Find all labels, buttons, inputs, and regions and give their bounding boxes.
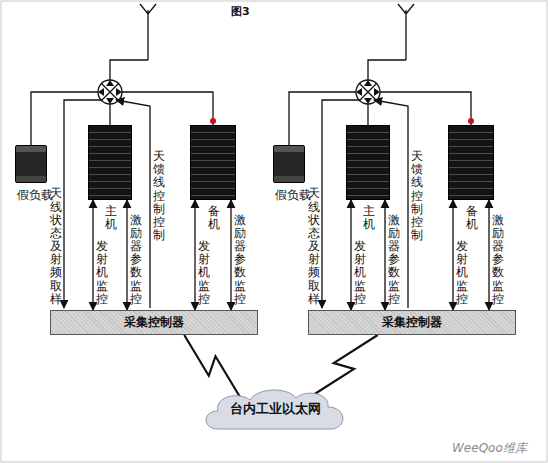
signal-label: 激励器参数监控: [234, 214, 246, 306]
signal-label: 发射机监控: [198, 240, 210, 306]
signal-arrow: [384, 200, 385, 310]
signal-label: 天馈线控制控制: [153, 150, 165, 242]
main-rf-wire: [109, 104, 110, 125]
signal-arrow: [488, 200, 489, 310]
dummy-load: 假负载: [273, 145, 305, 183]
acquisition-controller: 采集控制器: [50, 310, 258, 335]
transmitter-rack: 备机: [190, 125, 236, 200]
rack-label: 主机: [105, 205, 117, 231]
signal-label: 天线状态及射频取样: [50, 187, 62, 306]
signal-arrow: [92, 200, 93, 310]
antenna-feed-wire: [110, 60, 148, 80]
signal-label: 激励器参数监控: [492, 214, 504, 306]
antenna-symbol: [140, 4, 156, 60]
rack-label: 主机: [363, 205, 375, 231]
network-link: [184, 335, 240, 397]
node-label: 台内工业以太网: [230, 400, 321, 418]
rack-label: 备机: [466, 205, 478, 231]
signal-arrow: [452, 200, 453, 310]
signal-arrow: [194, 200, 195, 310]
signal-arrow: [126, 200, 127, 310]
signal-label: 发射机监控: [96, 240, 108, 306]
signal-arrow: [230, 200, 231, 310]
watermark: WeeQoo维库: [452, 440, 527, 457]
signal-label: 发射机监控: [456, 240, 468, 306]
signal-label: 天线状态及射频取样: [308, 187, 320, 306]
signal-label: 天馈线控制控制: [411, 150, 423, 242]
standby-rf-wire: [122, 92, 213, 125]
transmitter-rack: 主机: [88, 125, 132, 200]
antenna-switch-group: [31, 4, 216, 308]
load-label: 假负载: [275, 187, 311, 204]
antenna-switch-group: [289, 4, 474, 308]
rack-label: 备机: [208, 205, 220, 231]
dummy-load: 假负载: [15, 145, 47, 183]
signal-label: 发射机监控: [354, 240, 366, 306]
node-label: 采集控制器: [382, 314, 442, 331]
acquisition-controller: 采集控制器: [308, 310, 516, 335]
connector-dot: [210, 118, 216, 124]
figure-title: 图3: [231, 4, 250, 19]
signal-label: 激励器参数监控: [388, 214, 400, 306]
network-cloud: 台内工业以太网: [200, 385, 350, 433]
transmitter-rack: 主机: [346, 125, 390, 200]
transmitter-rack: 备机: [448, 125, 494, 200]
node-label: 采集控制器: [124, 314, 184, 331]
signal-label: 激励器参数监控: [130, 214, 142, 306]
load-label: 假负载: [17, 187, 53, 204]
network-link: [310, 335, 378, 397]
cloud-shape: [206, 390, 343, 429]
signal-arrow: [350, 200, 351, 310]
